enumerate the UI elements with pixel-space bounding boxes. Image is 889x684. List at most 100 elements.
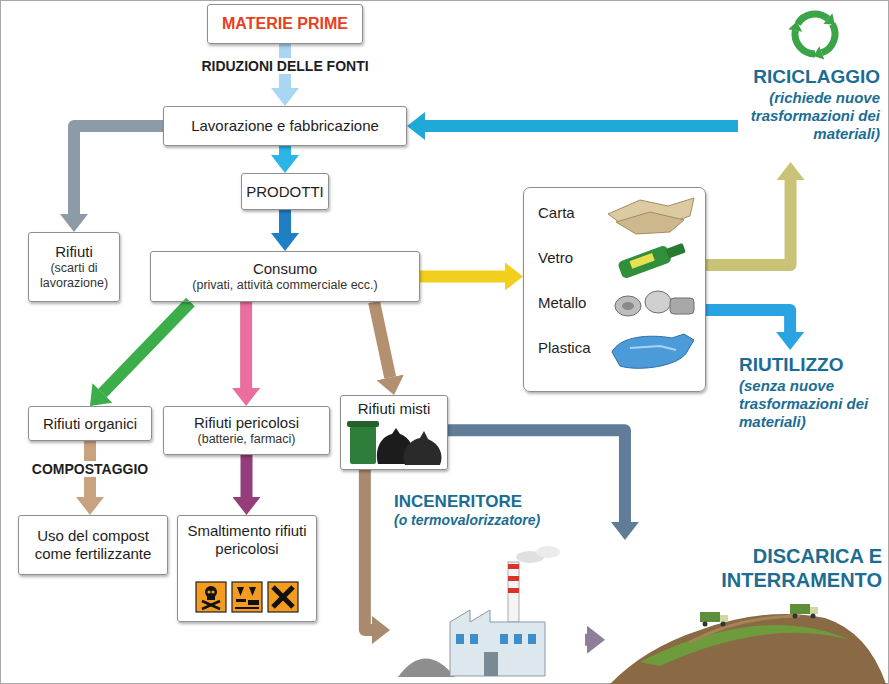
hazard-symbols bbox=[202, 601, 220, 609]
incinerator-illustration bbox=[456, 634, 464, 644]
incinerator-illustration bbox=[398, 659, 455, 678]
box-note: (scarti di lavorazione) bbox=[33, 261, 115, 291]
box-label: Consumo bbox=[253, 260, 317, 278]
flow-arrow bbox=[279, 210, 291, 233]
hazard-symbols bbox=[207, 595, 215, 600]
trash-illustration bbox=[347, 421, 379, 427]
reuse-node: RIUTILIZZO(senza nuove trasformazioni de… bbox=[735, 350, 884, 450]
materials-panel: CartaVetroMetalloPlastica bbox=[523, 187, 706, 392]
paper-illustration bbox=[608, 198, 694, 234]
flow-arrow bbox=[425, 120, 738, 132]
box-label: Rifiuti misti bbox=[358, 400, 431, 418]
recycle-icon bbox=[787, 22, 815, 60]
glass-illustration bbox=[617, 239, 687, 279]
incinerator-node: INCENERITORE(o termovalorizzatore) bbox=[390, 488, 585, 680]
consumption-box: Consumo(privati, attività commerciale ec… bbox=[150, 251, 420, 302]
landfill-node: DISCARICA E INTERRAMENTO bbox=[605, 540, 886, 680]
box-note: (privati, attività commerciale ecc.) bbox=[192, 278, 377, 293]
hazard-symbols bbox=[196, 582, 226, 612]
waste-box: Rifiuti pericolosi(batterie, farmaci) bbox=[163, 406, 330, 455]
recycle-icon bbox=[813, 24, 841, 62]
flow-arrow bbox=[241, 455, 253, 497]
metal-illustration bbox=[615, 296, 641, 316]
trash-illustration bbox=[404, 431, 442, 465]
landfill-illustration bbox=[700, 612, 720, 622]
stage-heading: RICICLAGGIO bbox=[753, 66, 880, 89]
box-label: PRODOTTI bbox=[246, 183, 324, 201]
hazard-symbols bbox=[268, 582, 298, 612]
glass-illustration bbox=[617, 239, 687, 279]
box-label: Smaltimento rifiuti pericolosi bbox=[184, 522, 310, 558]
glass-illustration bbox=[617, 245, 672, 280]
plastic-illustration bbox=[630, 346, 676, 350]
box-label: Carta bbox=[538, 204, 575, 222]
stage-heading: INCENERITORE bbox=[394, 492, 522, 512]
edge-label: COMPOSTAGGIO bbox=[28, 461, 152, 478]
box-label: Uso del compost come fertilizzante bbox=[23, 527, 163, 563]
result-box: Uso del compost come fertilizzante bbox=[18, 515, 168, 575]
flow-arrow bbox=[365, 470, 372, 630]
hazard-symbols bbox=[273, 587, 293, 607]
waste-box: Rifiuti misti bbox=[340, 395, 448, 470]
flow-arrow bbox=[74, 126, 163, 214]
box-label: Vetro bbox=[538, 249, 573, 267]
landfill-illustration bbox=[720, 615, 728, 622]
recycle-icon bbox=[823, 13, 834, 24]
stage-note: (o termovalorizzatore) bbox=[394, 512, 540, 529]
incinerator-illustration bbox=[500, 634, 508, 644]
landfill-illustration bbox=[640, 625, 850, 666]
recycle-icon bbox=[813, 46, 828, 61]
landfill-illustration bbox=[811, 614, 816, 619]
box-note: (batterie, farmaci) bbox=[198, 432, 296, 447]
hazard-symbols bbox=[232, 582, 262, 612]
flow-arrow bbox=[103, 302, 191, 393]
box-label: Rifiuti organici bbox=[43, 415, 137, 433]
landfill-illustration bbox=[721, 622, 726, 627]
hazard-symbols bbox=[235, 607, 259, 609]
incinerator-illustration bbox=[470, 634, 478, 644]
metal-illustration bbox=[645, 291, 671, 313]
landfill-illustration bbox=[703, 622, 708, 627]
metal-illustration bbox=[622, 302, 634, 310]
box-label: Plastica bbox=[538, 339, 591, 357]
process-box: Lavorazione e fabbricazione bbox=[163, 106, 407, 146]
recycle-icon bbox=[791, 28, 815, 59]
landfill-illustration bbox=[810, 607, 818, 614]
box-label: Rifiuti bbox=[55, 243, 93, 261]
box-label: Lavorazione e fabbricazione bbox=[191, 117, 379, 135]
incinerator-illustration bbox=[528, 634, 536, 644]
stage-note: (senza nuove trasformazioni dei material… bbox=[739, 377, 880, 431]
box-label: Metallo bbox=[538, 294, 586, 312]
box-heading: MATERIE PRIME bbox=[222, 14, 348, 33]
plastic-illustration bbox=[612, 334, 694, 368]
incinerator-illustration bbox=[536, 546, 560, 558]
flow-arrow bbox=[279, 146, 291, 155]
recycle-icon bbox=[787, 22, 802, 37]
hazard-symbols bbox=[237, 587, 244, 596]
hazard-symbols bbox=[211, 590, 214, 593]
incinerator-illustration bbox=[508, 588, 519, 593]
incinerator-illustration bbox=[514, 634, 522, 644]
product-box: PRODOTTI bbox=[241, 173, 329, 210]
glass-illustration bbox=[666, 243, 686, 259]
hazard-symbols bbox=[236, 599, 246, 602]
recycle-icon bbox=[787, 13, 841, 61]
incinerator-illustration bbox=[450, 610, 545, 676]
glass-illustration bbox=[629, 253, 654, 269]
paper-illustration bbox=[616, 212, 684, 234]
flow-arrow bbox=[420, 271, 505, 283]
metal-illustration bbox=[670, 298, 694, 314]
flow-arrow bbox=[585, 634, 587, 646]
incinerator-illustration bbox=[398, 546, 560, 677]
hazard-symbols bbox=[202, 601, 220, 609]
hazard-symbols bbox=[207, 590, 210, 593]
landfill-illustration bbox=[610, 614, 886, 684]
landfill-illustration bbox=[790, 604, 810, 614]
landfill-illustration bbox=[610, 604, 886, 684]
flow-arrow bbox=[240, 302, 252, 388]
incinerator-illustration bbox=[508, 562, 519, 622]
hazard-symbols bbox=[196, 582, 298, 612]
